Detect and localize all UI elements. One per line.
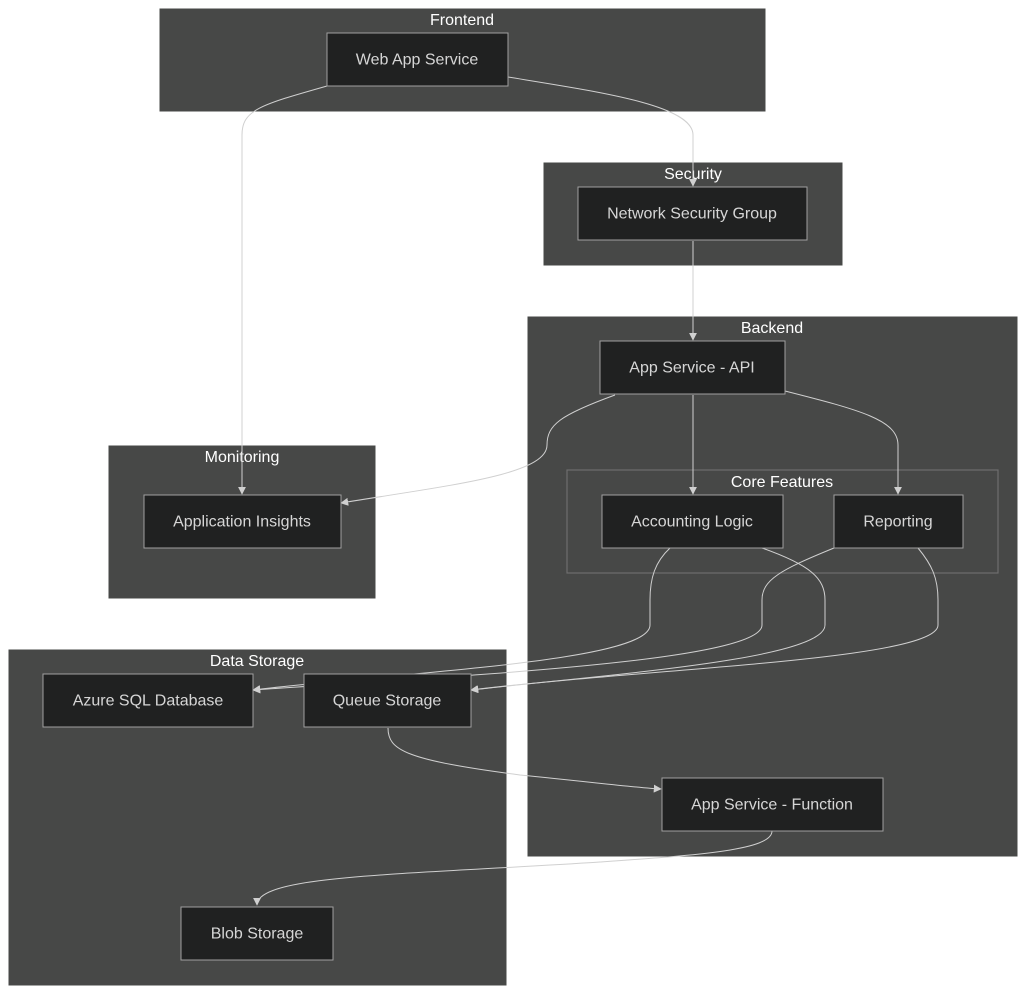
- node-blob-storage[interactable]: Blob Storage: [180, 906, 334, 961]
- node-network-security-group-label: Network Security Group: [607, 206, 777, 223]
- node-web-app-service-label: Web App Service: [356, 52, 479, 69]
- cluster-backend-label: Backend: [741, 320, 803, 337]
- node-app-service-api[interactable]: App Service - API: [599, 340, 786, 395]
- node-app-service-function-label: App Service - Function: [691, 797, 853, 814]
- node-app-service-function[interactable]: App Service - Function: [661, 777, 884, 832]
- edge-web-to-nsg: [507, 76, 697, 187]
- cluster-data-storage-label: Data Storage: [210, 653, 304, 670]
- node-azure-sql-database-label: Azure SQL Database: [73, 693, 224, 710]
- node-queue-storage[interactable]: Queue Storage: [303, 673, 472, 728]
- node-accounting-logic[interactable]: Accounting Logic: [601, 494, 784, 549]
- node-accounting-logic-label: Accounting Logic: [631, 514, 753, 531]
- node-application-insights-label: Application Insights: [173, 514, 311, 531]
- node-application-insights[interactable]: Application Insights: [143, 494, 342, 549]
- node-app-service-api-label: App Service - API: [629, 360, 754, 377]
- cluster-core-features-label: Core Features: [731, 474, 833, 491]
- node-web-app-service[interactable]: Web App Service: [326, 32, 509, 87]
- node-blob-storage-label: Blob Storage: [211, 926, 304, 943]
- node-azure-sql-database[interactable]: Azure SQL Database: [42, 673, 254, 728]
- node-reporting-label: Reporting: [863, 514, 932, 531]
- node-queue-storage-label: Queue Storage: [333, 693, 442, 710]
- edge-reporting-to-queue: [470, 547, 939, 694]
- edge-api-to-insights: [340, 394, 616, 506]
- edge-function-to-blob: [253, 830, 773, 906]
- node-reporting[interactable]: Reporting: [833, 494, 964, 549]
- edge-api-to-reporting: [784, 390, 902, 495]
- cluster-backend: Backend: [527, 316, 1018, 857]
- cluster-frontend-label: Frontend: [430, 12, 494, 29]
- node-network-security-group[interactable]: Network Security Group: [577, 186, 808, 241]
- edge-queue-to-function: [387, 727, 662, 793]
- edge-web-to-insights: [238, 85, 328, 495]
